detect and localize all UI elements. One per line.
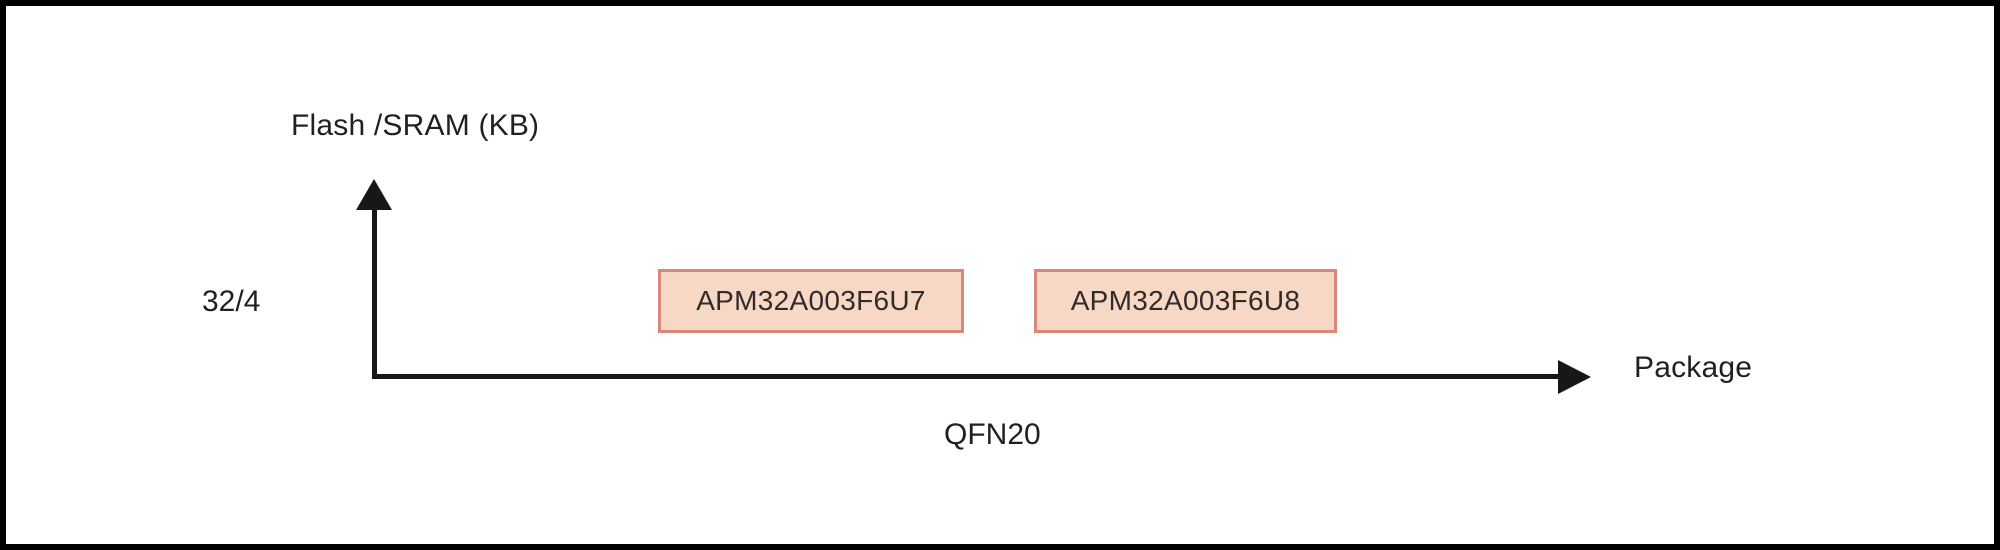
product-box-label: APM32A003F6U7 bbox=[696, 285, 926, 316]
arrow-right-icon bbox=[1558, 360, 1591, 394]
y-axis-tick-label: 32/4 bbox=[202, 285, 261, 318]
x-axis-tick-label: QFN20 bbox=[944, 418, 1041, 451]
diagram-canvas: Flash /SRAM (KB) Package 32/4 QFN20 APM3… bbox=[6, 6, 1994, 544]
y-axis-label: Flash /SRAM (KB) bbox=[291, 109, 540, 142]
arrow-up-icon bbox=[356, 179, 392, 210]
x-axis-line bbox=[372, 374, 1562, 379]
product-box[interactable]: APM32A003F6U8 bbox=[1034, 269, 1337, 333]
x-axis-label: Package bbox=[1634, 351, 1753, 384]
y-axis-line bbox=[372, 206, 377, 378]
product-box-label: APM32A003F6U8 bbox=[1070, 285, 1301, 316]
product-box[interactable]: APM32A003F6U7 bbox=[658, 269, 964, 333]
